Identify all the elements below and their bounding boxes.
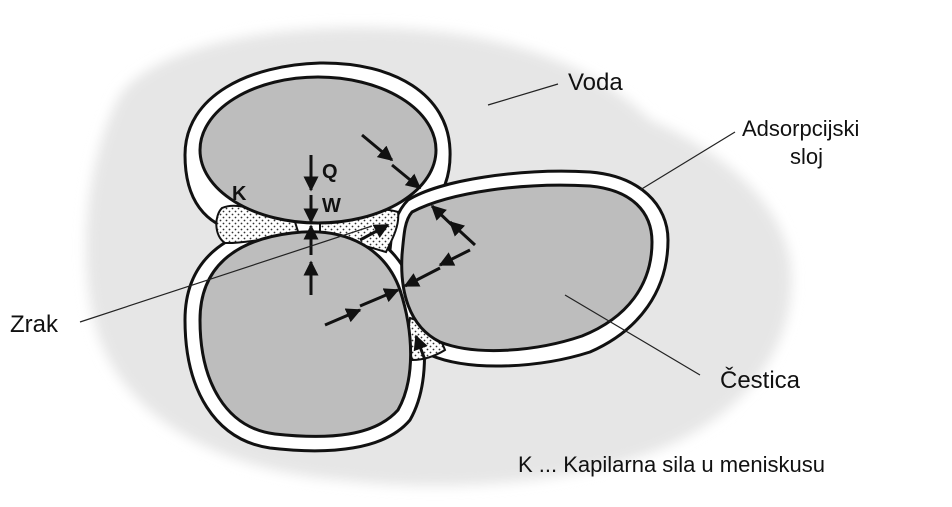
- label-k: K: [232, 183, 247, 205]
- label-adsorpcijski-line2: sloj: [790, 144, 823, 169]
- label-zrak: Zrak: [10, 311, 59, 338]
- label-adsorpcijski-line1: Adsorpcijski: [742, 116, 859, 141]
- label-cestica: Čestica: [720, 366, 801, 394]
- label-w: W: [322, 195, 341, 217]
- particle-bottom: [200, 232, 411, 437]
- legend-text: K ... Kapilarna sila u meniskusu: [518, 452, 825, 477]
- label-q: Q: [322, 161, 338, 183]
- label-voda: Voda: [568, 69, 623, 96]
